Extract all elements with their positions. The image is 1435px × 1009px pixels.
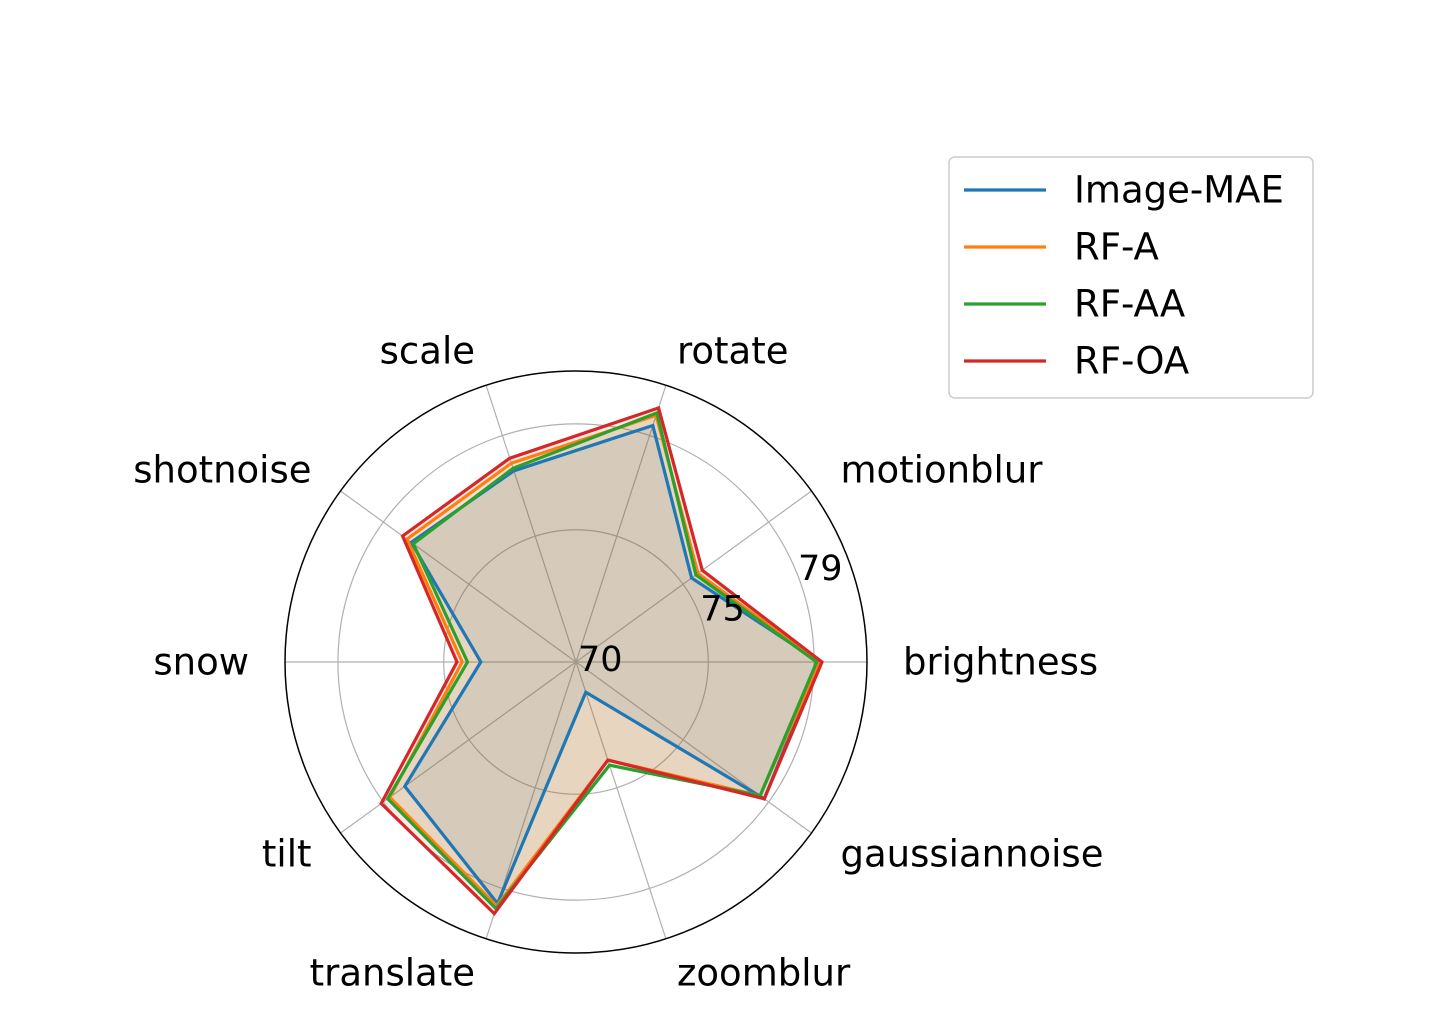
series-line-3 [379,405,824,917]
axis-label-shotnoise: shotnoise [133,448,311,491]
axis-label-motionblur: motionblur [841,448,1044,491]
axis-label-tilt: tilt [262,833,312,876]
legend-label-3: RF-OA [1074,340,1189,383]
radar-series-layer [379,405,824,917]
series-fill-0 [404,425,820,904]
series-line-0 [402,423,822,907]
axis-label-scale: scale [380,330,475,373]
outer-frame [284,370,868,954]
series-fill-3 [381,407,822,914]
spoke-shotnoise [340,490,577,663]
axis-label-gaussiannoise: gaussiannoise [841,833,1104,876]
spoke-rotate [575,385,667,663]
r-tick-label-70: 70 [578,640,623,680]
legend-label-2: RF-AA [1074,283,1185,326]
legend-label-1: RF-A [1074,226,1159,269]
spoke-scale [485,385,577,663]
spoke-motionblur [575,490,812,663]
spoke-zoomblur [575,661,667,939]
spoke-tilt [340,661,577,834]
axis-label-rotate: rotate [677,330,789,373]
legend-label-0: Image-MAE [1074,169,1284,212]
legend-frame [948,156,1314,399]
axis-label-brightness: brightness [903,641,1098,684]
axis-label-zoomblur: zoomblur [677,952,851,995]
spoke-gaussiannoise [575,661,812,834]
r-tick-label-79: 79 [798,549,843,589]
legend: Image-MAE RF-A RF-AA RF-OA [948,156,1314,399]
r-tick-label-75: 75 [700,589,745,629]
series-line-2 [385,410,819,912]
radar-grid [284,370,868,954]
axis-label-snow: snow [153,641,249,684]
radar-labels: brightness motionblur rotate scale shotnoise… [133,330,1103,995]
axis-label-translate: translate [310,952,475,995]
